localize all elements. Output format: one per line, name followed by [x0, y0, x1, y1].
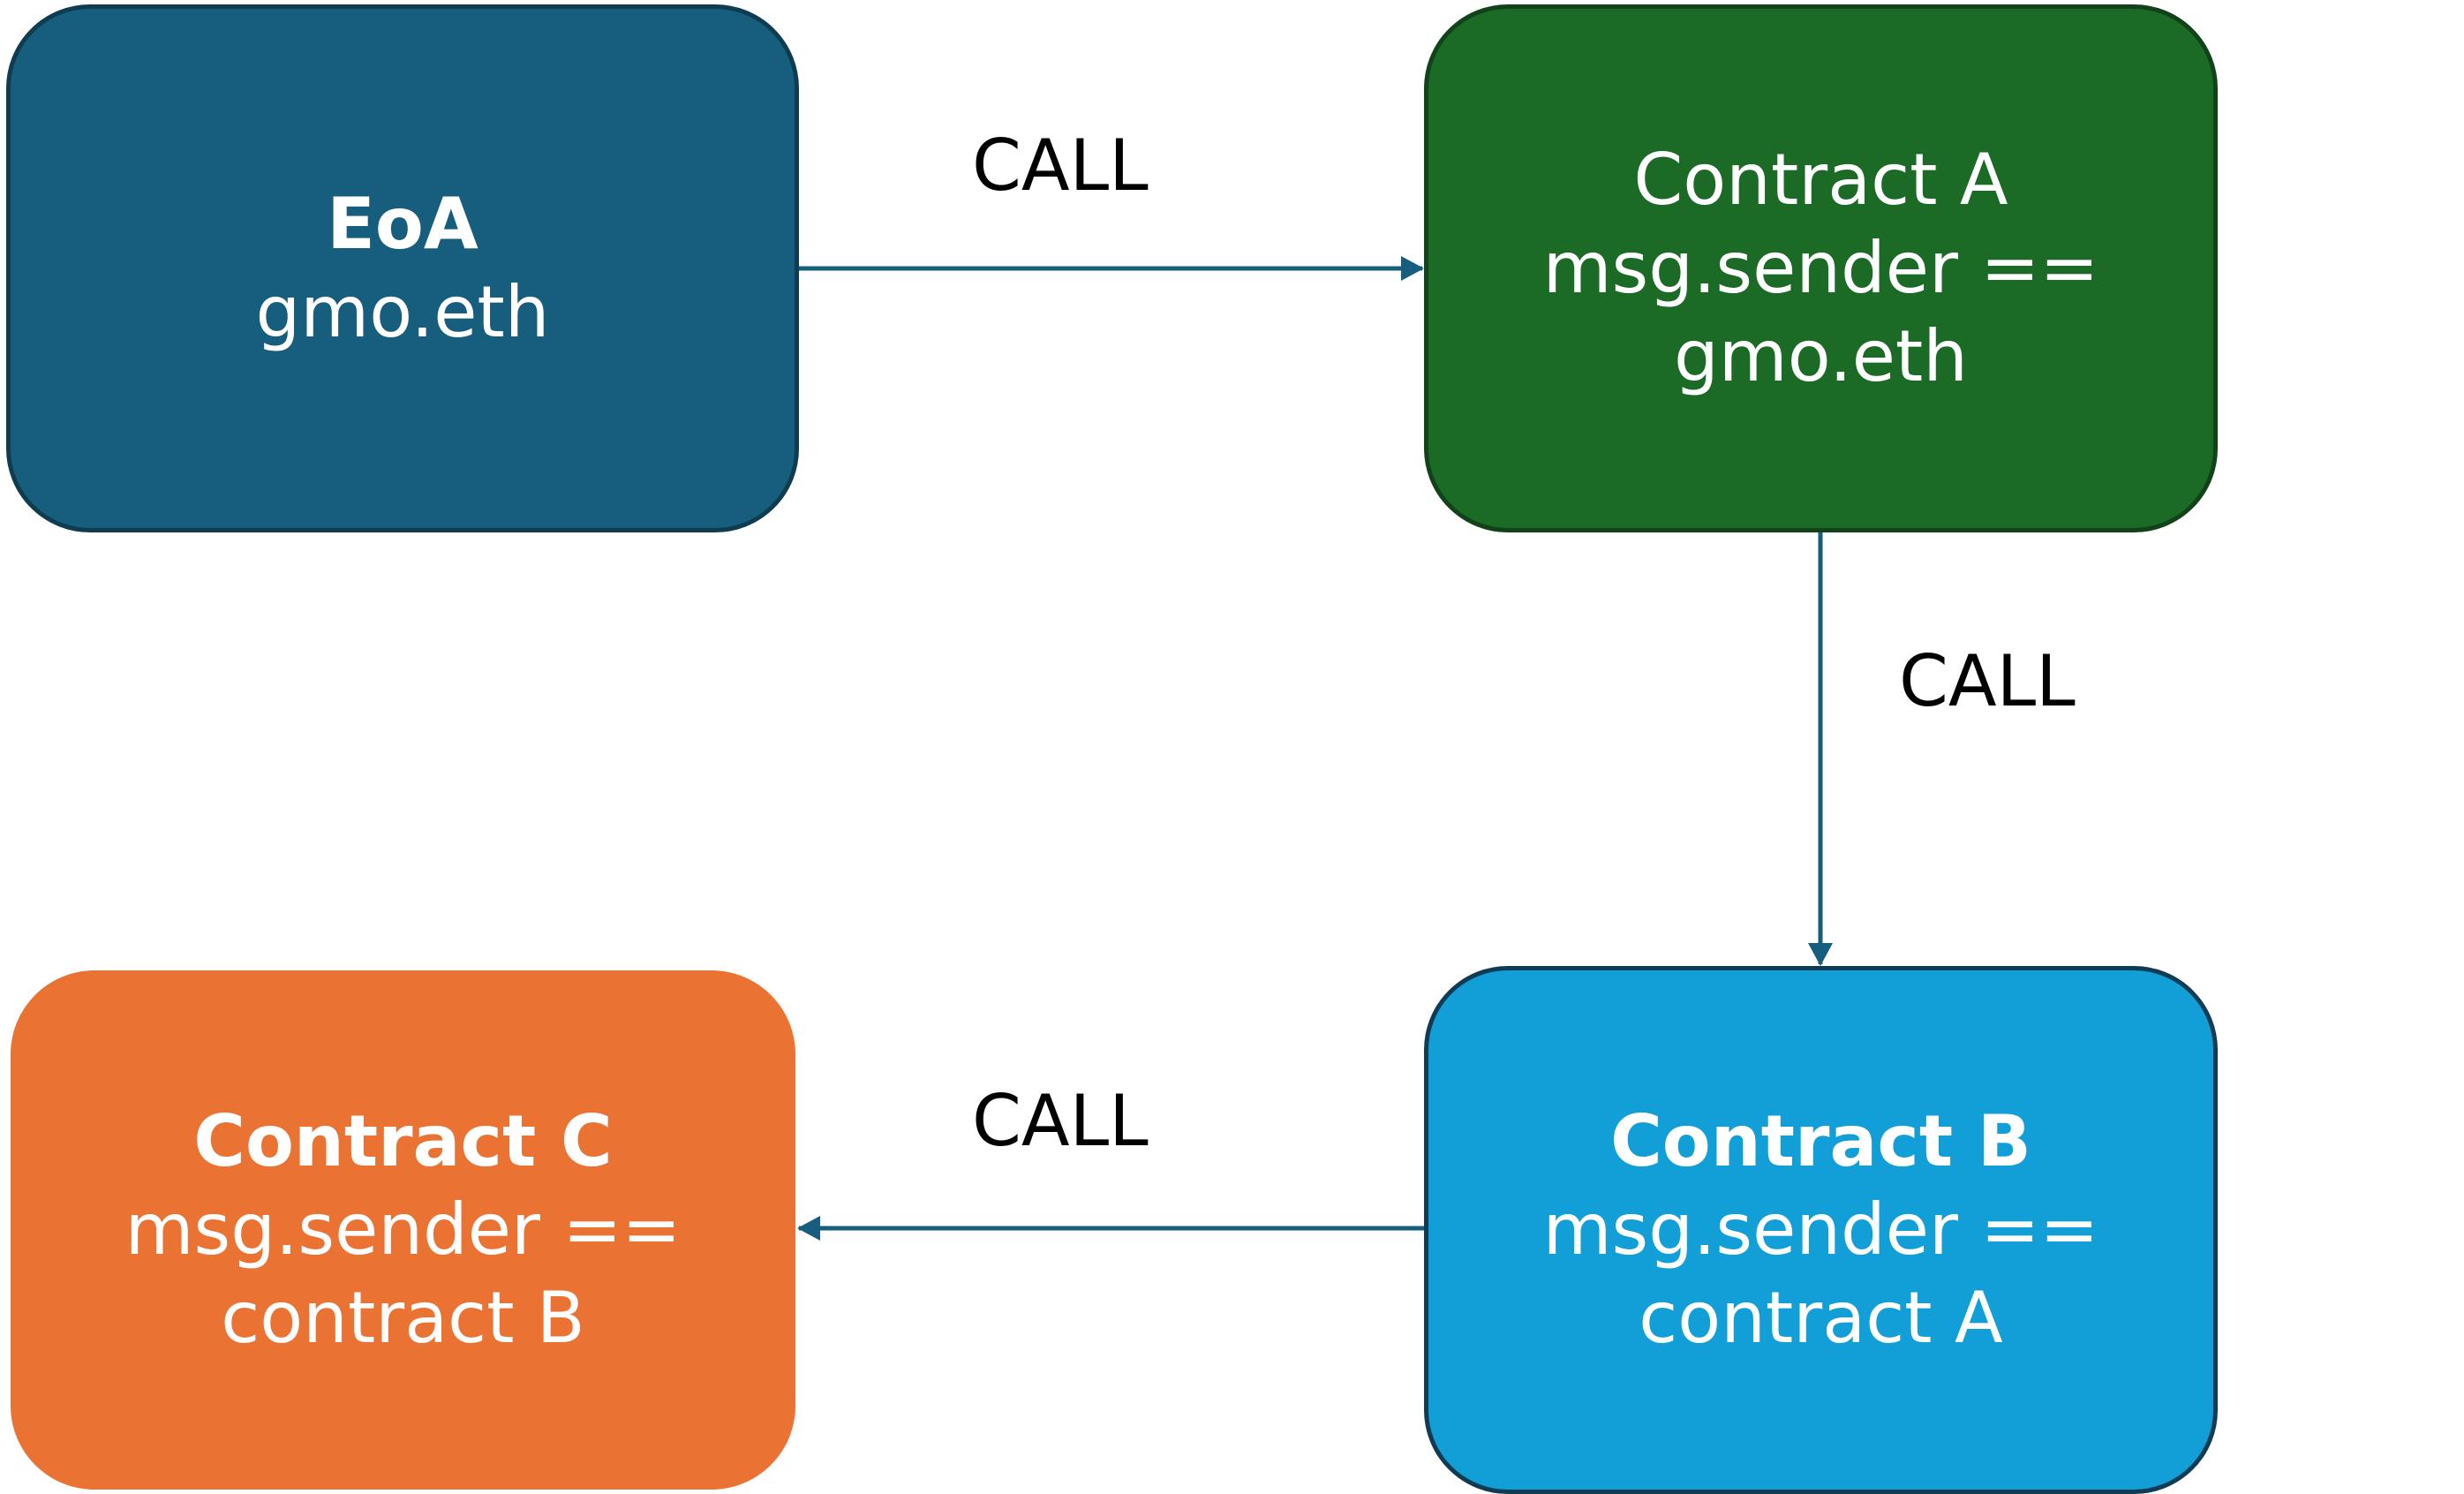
eoa-address: gmo.eth	[255, 271, 550, 353]
contract-b-node: Contract B msg.sender == contract A	[1424, 966, 2218, 1494]
eoa-title: EoA	[327, 183, 478, 265]
contract-a-sender-condition: msg.sender ==	[1542, 227, 2099, 309]
contract-a-sender-value: gmo.eth	[1674, 315, 1968, 397]
contract-a-node: Contract A msg.sender == gmo.eth	[1424, 4, 2218, 532]
contract-b-sender-value: contract A	[1639, 1277, 2003, 1359]
edge-label-eoa-to-contract-a: CALL	[972, 124, 1149, 207]
contract-c-node: Contract C msg.sender == contract B	[11, 970, 795, 1490]
contract-c-sender-value: contract B	[221, 1277, 585, 1359]
contract-b-sender-condition: msg.sender ==	[1542, 1188, 2099, 1271]
contract-b-title: Contract B	[1610, 1100, 2031, 1182]
contract-c-title: Contract C	[193, 1100, 613, 1182]
edge-label-contract-a-to-contract-b: CALL	[1899, 640, 2076, 722]
arrowhead-contract-a-to-contract-b	[1808, 943, 1833, 966]
arrowhead-eoa-to-contract-a	[1401, 256, 1424, 281]
eoa-node: EoA gmo.eth	[6, 4, 799, 532]
arrowhead-contract-b-to-contract-c	[797, 1216, 820, 1241]
contract-a-title: Contract A	[1633, 139, 2008, 221]
contract-c-sender-condition: msg.sender ==	[124, 1188, 682, 1271]
edge-label-contract-b-to-contract-c: CALL	[972, 1080, 1149, 1162]
